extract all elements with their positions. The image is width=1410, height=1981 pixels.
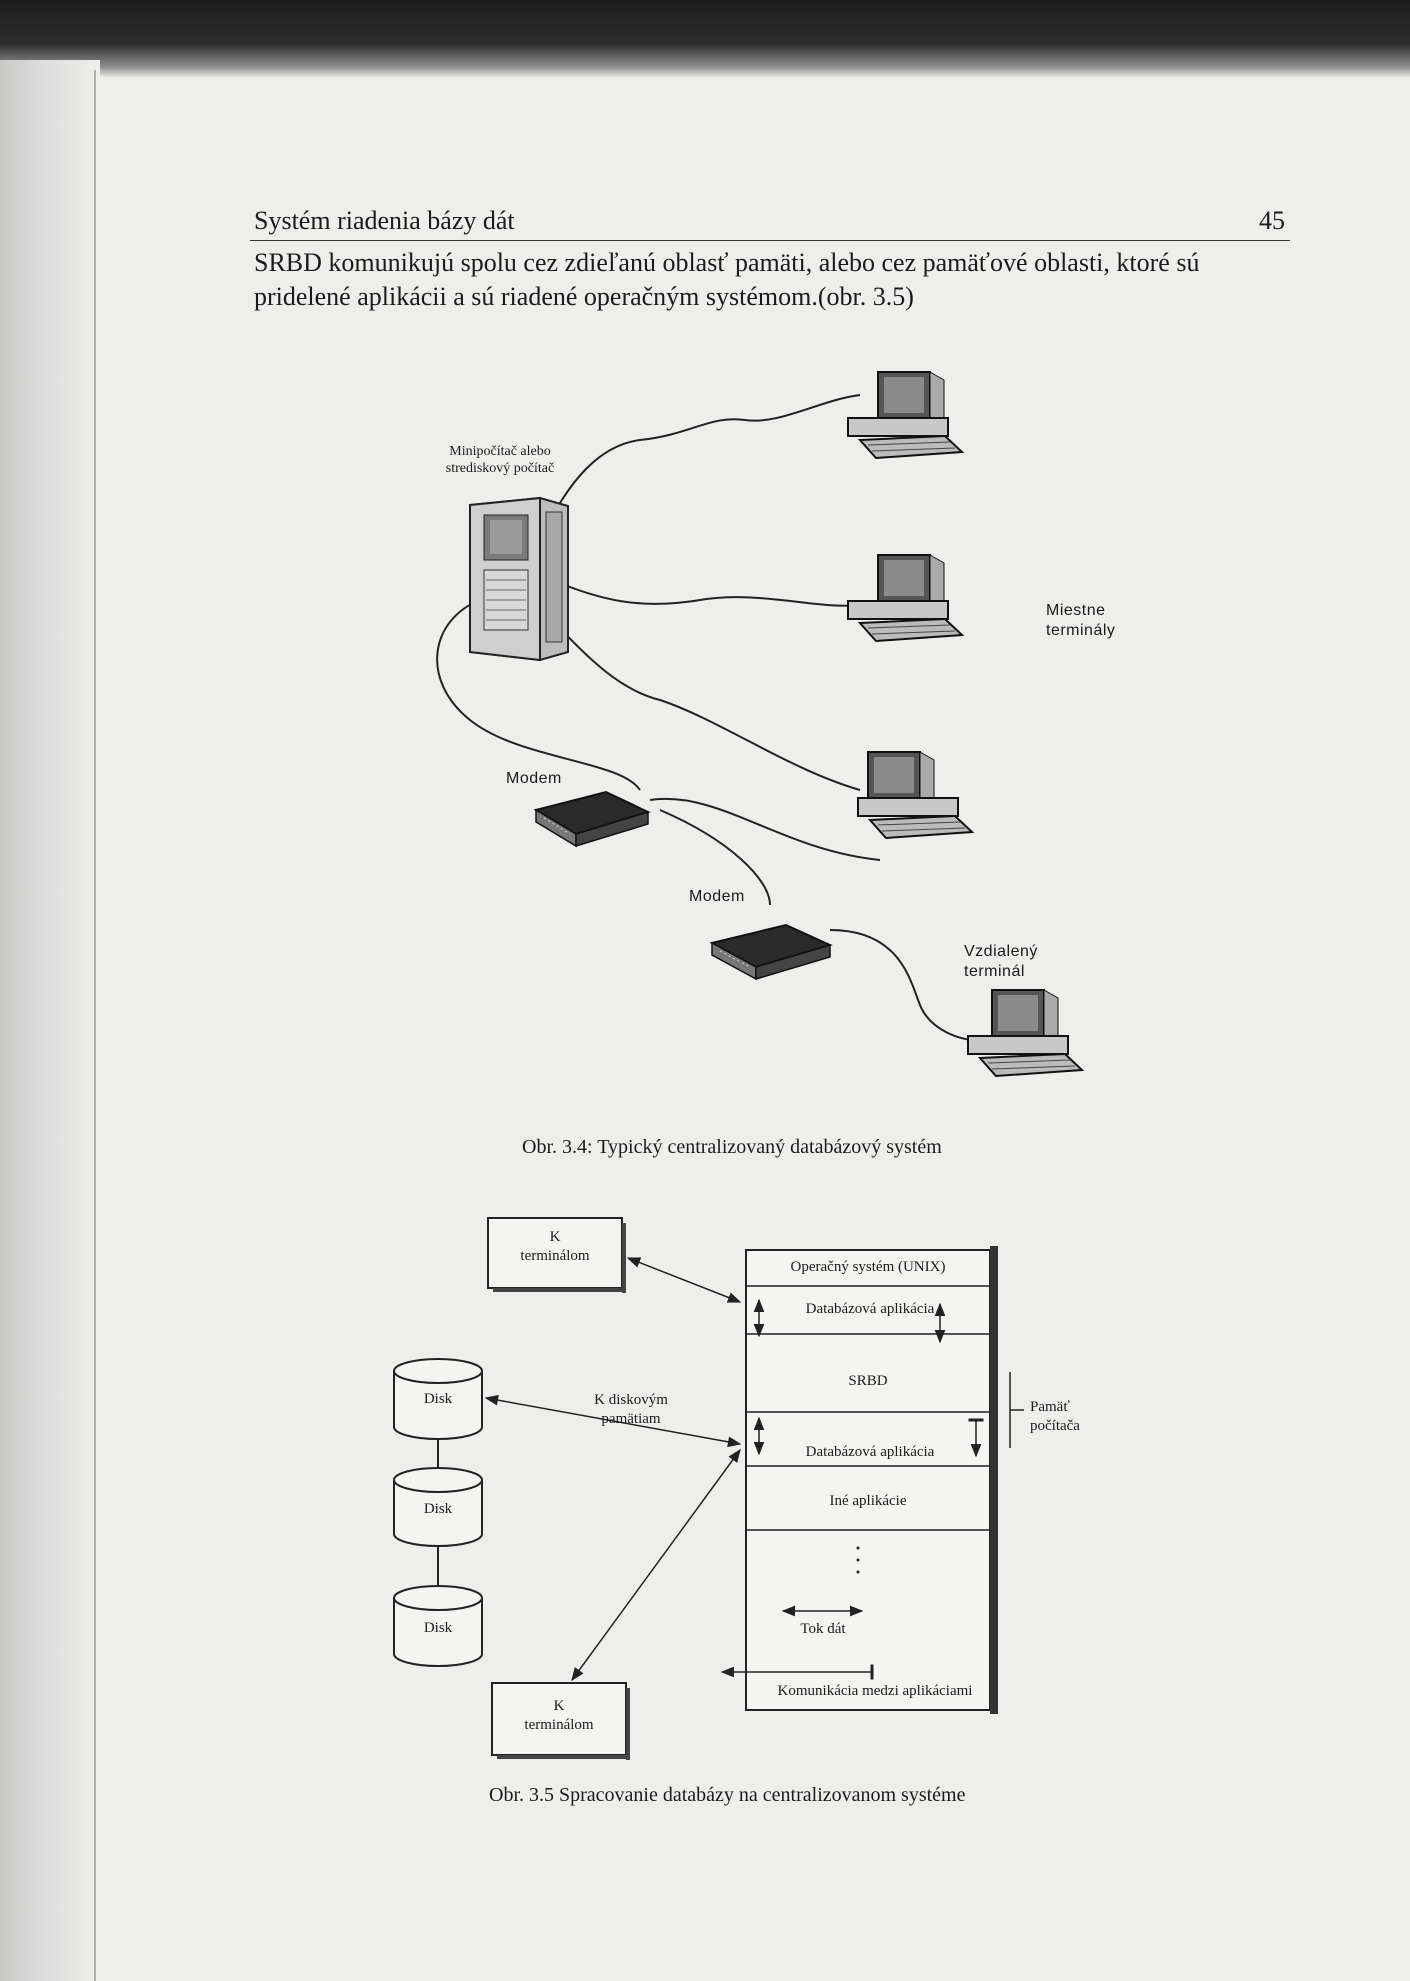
- top-terminal-label-line-2: terminálom: [520, 1248, 590, 1264]
- bottom-terminal-label: K terminálom: [492, 1697, 626, 1735]
- disk-3-label: Disk: [423, 1620, 453, 1636]
- bottom-terminal-label-line-1: K: [553, 1698, 565, 1714]
- memory-label: Pamäť počítača: [1030, 1398, 1110, 1436]
- cable-modem1-modem2: [659, 809, 771, 906]
- scan-top-shadow: [0, 0, 1410, 78]
- os-label: Operačný systém (UNIX): [790, 1259, 946, 1275]
- local-terminals-label: Miestne terminály: [1046, 601, 1115, 641]
- local-terminals-label-line-1: Miestne: [1046, 602, 1106, 619]
- memory-label-line-1: Pamäť: [1030, 1399, 1070, 1415]
- mainframe-computer: [469, 496, 569, 662]
- local-terminal-2: [847, 554, 965, 643]
- disk-memory-label: K diskovým pamätiam: [566, 1391, 696, 1429]
- disk-memory-label-line-2: pamätiam: [601, 1411, 661, 1427]
- other-apps-label: Iné aplikácie: [829, 1493, 907, 1509]
- legend-data-flow-label: Tok dát: [800, 1621, 846, 1637]
- header-rule: [250, 240, 1290, 241]
- legend-lines: [720, 1605, 874, 1680]
- top-terminal-label: K terminálom: [488, 1228, 622, 1266]
- disk-3: [393, 1585, 483, 1667]
- srbd-label: SRBD: [848, 1373, 888, 1389]
- remote-terminal-label: Vzdialený terminál: [964, 942, 1038, 982]
- cable-terminal-2: [551, 579, 861, 607]
- mainframe-label: Minipočítač alebo strediskový počítač: [425, 443, 575, 477]
- disk-2-label: Disk: [423, 1501, 453, 1517]
- modem-1-label: Modem: [506, 770, 562, 787]
- mainframe-label-line-1: Minipočítač alebo: [449, 444, 551, 459]
- bottom-terminal-box: [491, 1682, 630, 1760]
- modem-2: [709, 923, 833, 981]
- book-gutter: [0, 60, 100, 1981]
- disk-1-label: Disk: [423, 1391, 453, 1407]
- top-terminal-label-line-1: K: [549, 1229, 561, 1245]
- cable-terminal-1: [544, 394, 861, 531]
- cable-terminal-3-upper: [551, 619, 861, 791]
- memory-brace: [1009, 1372, 1024, 1448]
- mainframe-label-line-2: strediskový počítač: [445, 461, 555, 476]
- remote-terminal-label-line-1: Vzdialený: [964, 943, 1038, 960]
- remote-terminal: [967, 989, 1085, 1078]
- disk-1: [393, 1358, 483, 1440]
- internal-flow-arrows: [753, 1298, 984, 1458]
- memory-label-line-2: počítača: [1030, 1418, 1080, 1434]
- local-terminals-label-line-2: terminály: [1046, 622, 1116, 639]
- gutter-edge: [94, 70, 96, 1981]
- database-app-1-label: Databázová aplikácia: [805, 1301, 935, 1317]
- disk-memory-label-line-1: K diskovým: [594, 1392, 668, 1408]
- remote-terminal-label-line-2: terminál: [964, 963, 1025, 980]
- body-paragraph: SRBD komunikujú spolu cez zdieľanú oblas…: [254, 248, 1200, 311]
- data-flow-arrows: [484, 1257, 742, 1682]
- legend-app-comm-label: Komunikácia medzi aplikáciami: [777, 1683, 973, 1699]
- page-number: 45: [1259, 206, 1285, 235]
- figure-3-5-caption: Obr. 3.5 Spracovanie databázy na central…: [489, 1784, 966, 1806]
- cable-modem1-terminal3: [649, 797, 881, 861]
- running-header-title: Systém riadenia bázy dát: [254, 206, 515, 235]
- database-app-2-label: Databázová aplikácia: [805, 1444, 935, 1460]
- figure-3-4-caption: Obr. 3.4: Typický centralizovaný databáz…: [522, 1136, 942, 1158]
- cable-modem2-remote: [829, 929, 976, 1041]
- disk-stack: [393, 1358, 483, 1667]
- computer-memory-block: [745, 1246, 998, 1714]
- local-terminal-1: [847, 371, 965, 460]
- top-terminal-box: [487, 1217, 626, 1293]
- local-terminal-3: [857, 751, 975, 840]
- bottom-terminal-label-line-2: terminálom: [524, 1717, 594, 1733]
- modem-2-label: Modem: [689, 888, 745, 905]
- cable-modem-1: [436, 599, 641, 791]
- modem-1: [533, 790, 651, 848]
- network-cables: [436, 394, 976, 1041]
